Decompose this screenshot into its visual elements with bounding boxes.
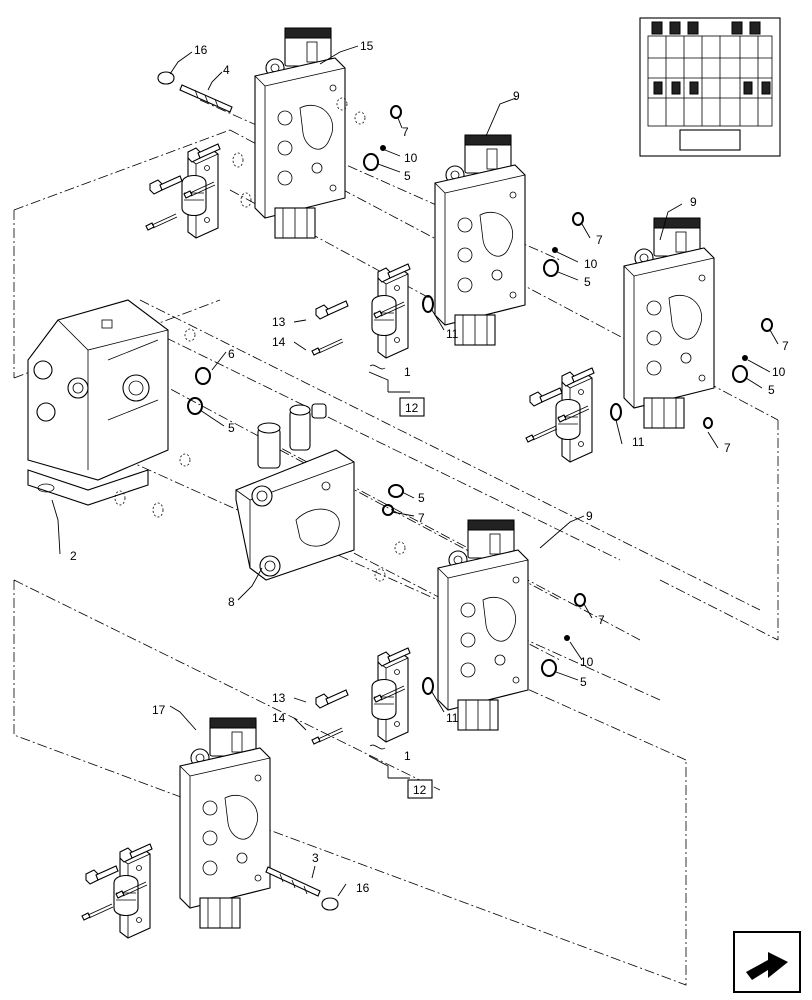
callout-12: 12 <box>413 783 427 797</box>
end-cover-top <box>181 143 221 239</box>
seal-rings-inlet <box>114 328 211 518</box>
callout-11: 11 <box>632 435 645 449</box>
callout-1: 1 <box>404 749 411 763</box>
callout-9: 9 <box>690 195 697 209</box>
callout-3: 3 <box>312 851 319 865</box>
assembly-outline-lower <box>13 579 687 986</box>
callout-6: 6 <box>228 347 235 361</box>
callout-16: 16 <box>356 881 370 895</box>
end-cover-a <box>371 263 411 359</box>
valve-section-9-c <box>437 519 529 731</box>
end-cover-b <box>555 367 595 463</box>
leader-lines <box>51 45 779 897</box>
callout-9: 9 <box>586 509 593 523</box>
callout-4: 4 <box>223 63 230 77</box>
valve-section-9-a <box>434 134 526 346</box>
tie-rod-4 <box>157 71 233 113</box>
callout-11: 11 <box>446 711 459 725</box>
callout-13: 13 <box>272 315 286 329</box>
seal-rings-top <box>232 97 402 208</box>
callout-7: 7 <box>724 441 731 455</box>
callout-10: 10 <box>404 151 418 165</box>
alignment-line-2 <box>149 99 621 661</box>
callout-1: 1 <box>404 365 411 379</box>
valve-assembly-thumbnail <box>639 17 781 157</box>
inlet-cover-2 <box>27 299 169 506</box>
tie-rod-3 <box>265 866 339 911</box>
callout-13: 13 <box>272 691 286 705</box>
valve-section-17 <box>179 717 271 929</box>
callout-15: 15 <box>360 39 374 53</box>
fittings-top <box>145 175 183 231</box>
callout-7: 7 <box>596 233 603 247</box>
callout-14: 14 <box>272 711 286 725</box>
end-cover-c <box>371 647 411 743</box>
seal-rings-a <box>369 212 584 370</box>
callout-14: 14 <box>272 335 286 349</box>
callout-5: 5 <box>580 675 587 689</box>
fittings-bottom <box>81 865 119 921</box>
valve-section-8 <box>235 403 355 581</box>
callout-10: 10 <box>580 655 594 669</box>
callout-5: 5 <box>768 383 775 397</box>
callout-16: 16 <box>194 43 208 57</box>
fittings-a <box>311 300 349 356</box>
fittings-c <box>311 689 349 745</box>
callout-5: 5 <box>584 275 591 289</box>
callout-9: 9 <box>513 89 520 103</box>
callout-11: 11 <box>446 327 459 341</box>
callout-5: 5 <box>418 491 425 505</box>
callout-7: 7 <box>418 511 425 525</box>
valve-section-9-b <box>623 217 715 429</box>
next-arrow-icon[interactable] <box>733 931 801 993</box>
callout-8: 8 <box>228 595 235 609</box>
callout-17: 17 <box>152 703 166 717</box>
seal-rings-c <box>369 593 586 750</box>
callout-10: 10 <box>772 365 786 379</box>
callouts: 16 4 15 9 7 10 5 7 10 5 9 13 14 11 1 12 … <box>70 39 789 895</box>
valve-section-15 <box>254 27 346 239</box>
callout-7: 7 <box>598 613 605 627</box>
callout-5: 5 <box>228 421 235 435</box>
callout-10: 10 <box>584 257 598 271</box>
end-cover-bottom <box>113 843 153 939</box>
callout-7: 7 <box>782 339 789 353</box>
callout-7: 7 <box>402 125 409 139</box>
seal-rings-8 <box>374 484 406 582</box>
callout-12: 12 <box>405 401 419 415</box>
callout-5: 5 <box>404 169 411 183</box>
callout-2: 2 <box>70 549 77 563</box>
